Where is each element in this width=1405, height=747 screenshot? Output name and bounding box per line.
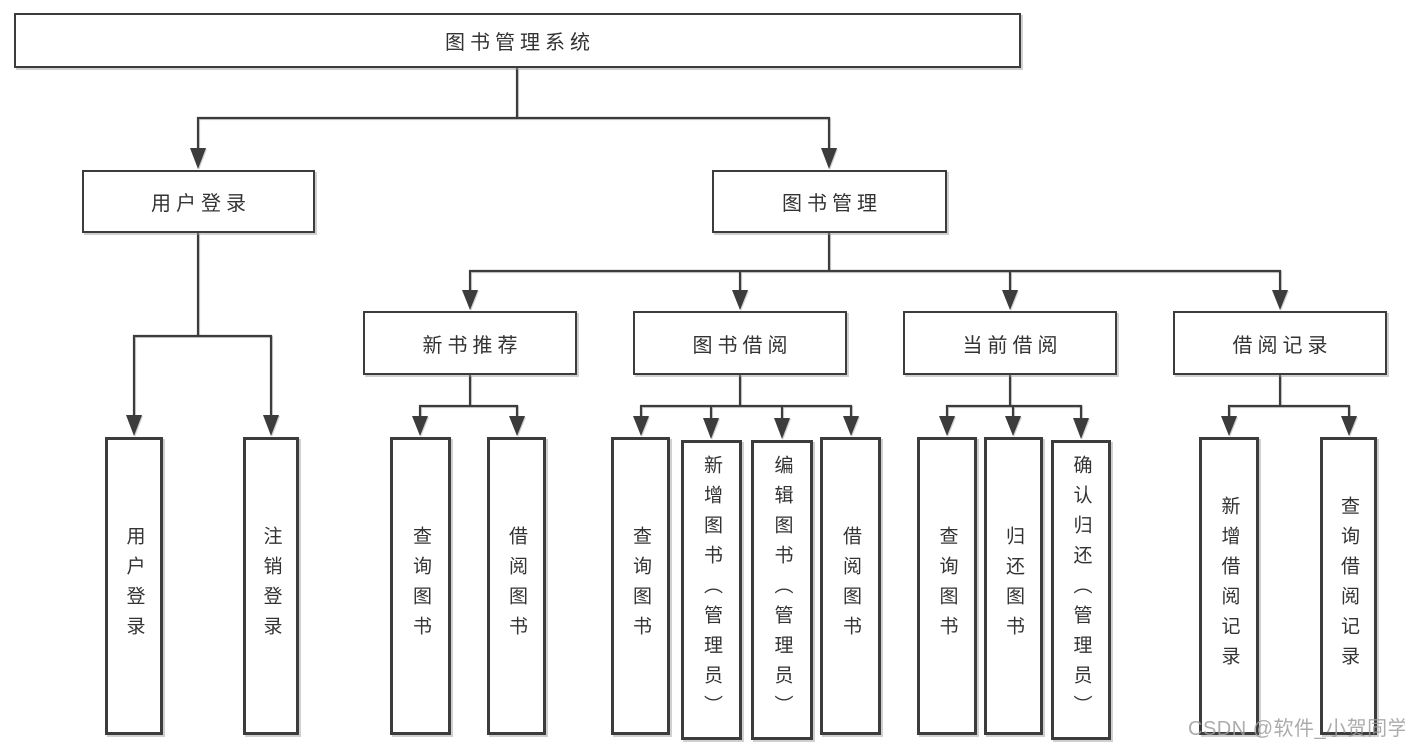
- leaf-confirm-return-admin-label: 确认归还（管理员）: [1070, 455, 1092, 725]
- leaf-query-books-borrow: 查询图书: [611, 437, 670, 735]
- node-new-book-recommend: 新书推荐: [363, 311, 577, 375]
- node-user-login: 用户登录: [82, 170, 315, 233]
- node-book-management-label: 图书管理: [782, 193, 882, 215]
- leaf-query-books-borrow-label: 查询图书: [630, 526, 651, 646]
- node-book-management: 图书管理: [712, 170, 947, 233]
- leaf-borrow-books-recommend-label: 借阅图书: [506, 526, 527, 646]
- leaf-logout: 注销登录: [243, 437, 299, 735]
- node-root-label: 图书管理系统: [445, 32, 595, 54]
- leaf-add-books-admin: 新增图书（管理员）: [681, 440, 742, 740]
- node-current-borrow: 当前借阅: [903, 311, 1117, 375]
- leaf-query-borrow-record-label: 查询借阅记录: [1338, 496, 1359, 676]
- leaf-query-books-current-label: 查询图书: [936, 526, 958, 646]
- node-borrow-records: 借阅记录: [1173, 311, 1387, 375]
- leaf-logout-label: 注销登录: [260, 526, 282, 646]
- leaf-confirm-return-admin: 确认归还（管理员）: [1051, 440, 1111, 740]
- node-book-borrow-label: 图书借阅: [692, 334, 793, 357]
- leaf-user-login-label: 用户登录: [123, 526, 145, 646]
- leaf-return-books-label: 归还图书: [1003, 526, 1024, 646]
- node-root: 图书管理系统: [14, 13, 1021, 68]
- leaf-borrow-books-recommend: 借阅图书: [487, 437, 546, 735]
- leaf-user-login: 用户登录: [105, 437, 163, 735]
- leaf-edit-books-admin: 编辑图书（管理员）: [751, 440, 813, 740]
- leaf-add-borrow-record-label: 新增借阅记录: [1218, 496, 1240, 676]
- node-book-borrow: 图书借阅: [633, 311, 847, 375]
- csdn-watermark: CSDN @软件_小贺同学: [1188, 718, 1405, 740]
- node-new-book-recommend-label: 新书推荐: [422, 334, 523, 357]
- leaf-borrow-books-label: 借阅图书: [840, 526, 861, 646]
- leaf-add-borrow-record: 新增借阅记录: [1199, 437, 1259, 735]
- node-borrow-records-label: 借阅记录: [1232, 334, 1333, 357]
- leaf-query-borrow-record: 查询借阅记录: [1320, 437, 1377, 735]
- leaf-add-books-admin-label: 新增图书（管理员）: [701, 455, 722, 725]
- leaf-borrow-books: 借阅图书: [820, 437, 881, 735]
- node-current-borrow-label: 当前借阅: [962, 334, 1063, 357]
- leaf-edit-books-admin-label: 编辑图书（管理员）: [771, 455, 793, 725]
- leaf-return-books: 归还图书: [984, 437, 1043, 735]
- leaf-query-books-recommend: 查询图书: [390, 437, 451, 735]
- leaf-query-books-current: 查询图书: [917, 437, 977, 735]
- leaf-query-books-recommend-label: 查询图书: [410, 526, 431, 646]
- node-user-login-label: 用户登录: [151, 193, 251, 215]
